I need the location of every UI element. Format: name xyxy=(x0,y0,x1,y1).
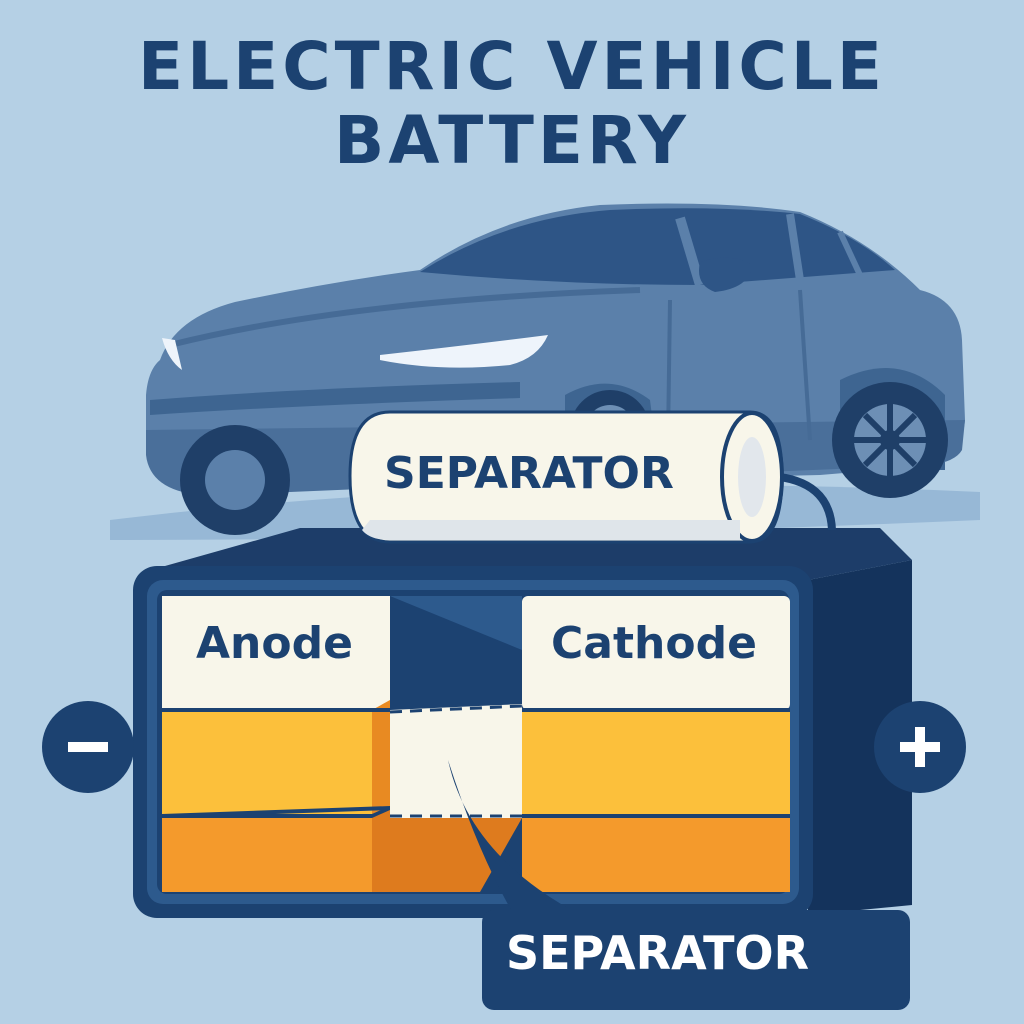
title-line-2: BATTERY xyxy=(334,102,690,179)
separator-sheet xyxy=(389,704,523,818)
separator-label-box xyxy=(482,910,910,1010)
plus-terminal-icon xyxy=(874,701,966,793)
front-wheel-icon xyxy=(180,425,290,535)
electrode-gap xyxy=(372,596,522,892)
cathode-electrode xyxy=(522,596,790,892)
electric-car-icon xyxy=(146,203,965,535)
separator-roll-icon xyxy=(348,410,836,544)
anode-label: Anode xyxy=(196,618,353,669)
separator-callout-pointer xyxy=(448,760,590,925)
separator-label-bottom: SEPARATOR xyxy=(506,926,809,980)
anode-electrode xyxy=(161,596,391,892)
title-line-1: ELECTRIC VEHICLE xyxy=(137,28,886,105)
minus-terminal-icon xyxy=(42,701,134,793)
separator-label-top: SEPARATOR xyxy=(384,448,674,499)
cathode-label: Cathode xyxy=(551,618,757,669)
rear-wheel-icon xyxy=(832,368,948,498)
